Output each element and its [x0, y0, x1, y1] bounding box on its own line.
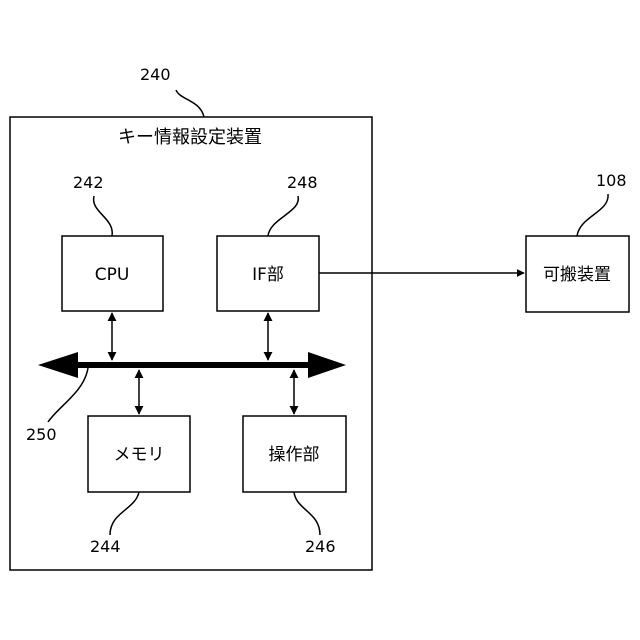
device-ref-label: 240 — [140, 65, 171, 84]
memory-label: メモリ — [114, 445, 165, 465]
device-leader-line — [176, 90, 204, 117]
device-title: キー情報設定装置 — [118, 127, 262, 148]
portable-device-label: 可搬装置 — [543, 265, 611, 285]
portable-device-ref-label: 108 — [596, 171, 627, 190]
cpu-ref-label: 242 — [73, 173, 104, 192]
if-unit-label: IF部 — [252, 265, 284, 285]
bus-ref-label: 250 — [26, 425, 57, 444]
if-unit-ref-label: 248 — [287, 173, 318, 192]
device-frame — [10, 117, 372, 570]
cpu-label: CPU — [95, 265, 130, 285]
portable-device-leader-line — [577, 194, 608, 236]
operation-unit-ref-label: 246 — [305, 537, 336, 556]
memory-ref-label: 244 — [90, 537, 121, 556]
operation-unit-label: 操作部 — [269, 445, 320, 465]
